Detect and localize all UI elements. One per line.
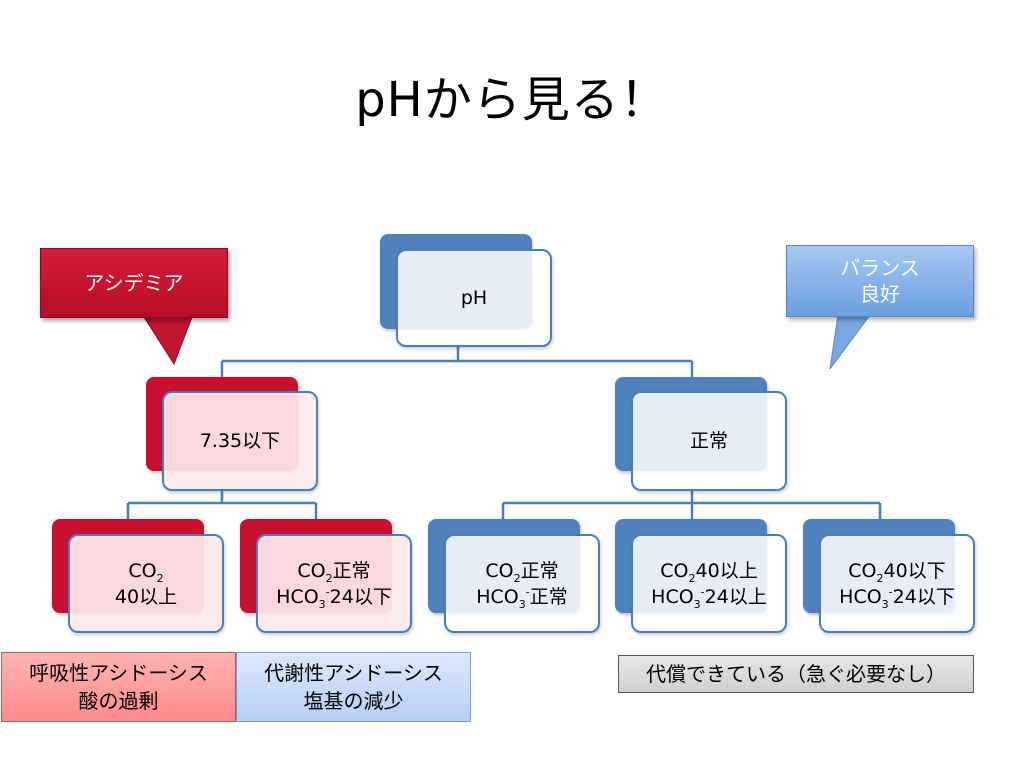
node-compensated-high: CO240以上 HCO3-24以上 [615, 519, 787, 634]
node-ph: pH [380, 234, 552, 349]
node-compensated-high-line1: CO240以上 [660, 559, 758, 585]
node-compensated-low: CO240以下 HCO3-24以下 [803, 519, 975, 634]
node-ph-normal: 正常 [615, 377, 787, 492]
node-balanced-normal: CO2正常 HCO3-正常 [428, 519, 600, 634]
compensated-note: 代償できている（急ぐ必要なし） [618, 655, 974, 693]
node-balanced-normal-line2: HCO3-正常 [476, 585, 568, 611]
acidemia-label: アシデミア [84, 271, 184, 295]
slide-title: pHから見る！ [355, 72, 669, 128]
node-ph-low-label: 7.35以下 [199, 430, 281, 452]
node-respiratory-co2: CO2 [128, 559, 164, 585]
node-respiratory-line2: 40以上 [114, 585, 178, 608]
respiratory-acidosis-title: 呼吸性アシドーシス [29, 661, 208, 685]
balance-label-line2: 良好 [860, 282, 900, 306]
respiratory-acidosis-note: 呼吸性アシドーシス 酸の過剰 [1, 652, 236, 722]
node-ph-label: pH [460, 287, 488, 309]
node-compensated-low-line2: HCO3-24以下 [839, 585, 955, 611]
node-ph-low: 7.35以下 [146, 377, 318, 492]
node-ph-normal-label: 正常 [689, 430, 728, 452]
node-compensated-high-line2: HCO3-24以上 [651, 585, 767, 611]
metabolic-acidosis-title: 代謝性アシドーシス [264, 661, 443, 685]
node-metabolic: CO2正常 HCO3-24以下 [240, 519, 412, 634]
node-balanced-normal-line1: CO2正常 [485, 559, 559, 585]
connector-low-to-level2 [126, 488, 318, 520]
compensated-note-label: 代償できている（急ぐ必要なし） [646, 662, 946, 686]
balance-callout: バランス 良好 [786, 245, 974, 371]
metabolic-acidosis-note: 代謝性アシドーシス 塩基の減少 [236, 652, 471, 722]
acidemia-callout: アシデミア [40, 248, 228, 366]
connector-normal-to-level2 [501, 488, 882, 520]
metabolic-acidosis-subtitle: 塩基の減少 [303, 689, 404, 713]
node-respiratory: CO2 40以上 [52, 519, 224, 634]
balance-label-line1: バランス [840, 256, 920, 280]
node-metabolic-line1: CO2正常 [297, 559, 371, 585]
connector-root-to-level1 [220, 345, 694, 378]
node-compensated-low-line1: CO240以下 [848, 559, 946, 585]
respiratory-acidosis-subtitle: 酸の過剰 [78, 689, 159, 713]
node-metabolic-line2: HCO3-24以下 [276, 585, 392, 611]
